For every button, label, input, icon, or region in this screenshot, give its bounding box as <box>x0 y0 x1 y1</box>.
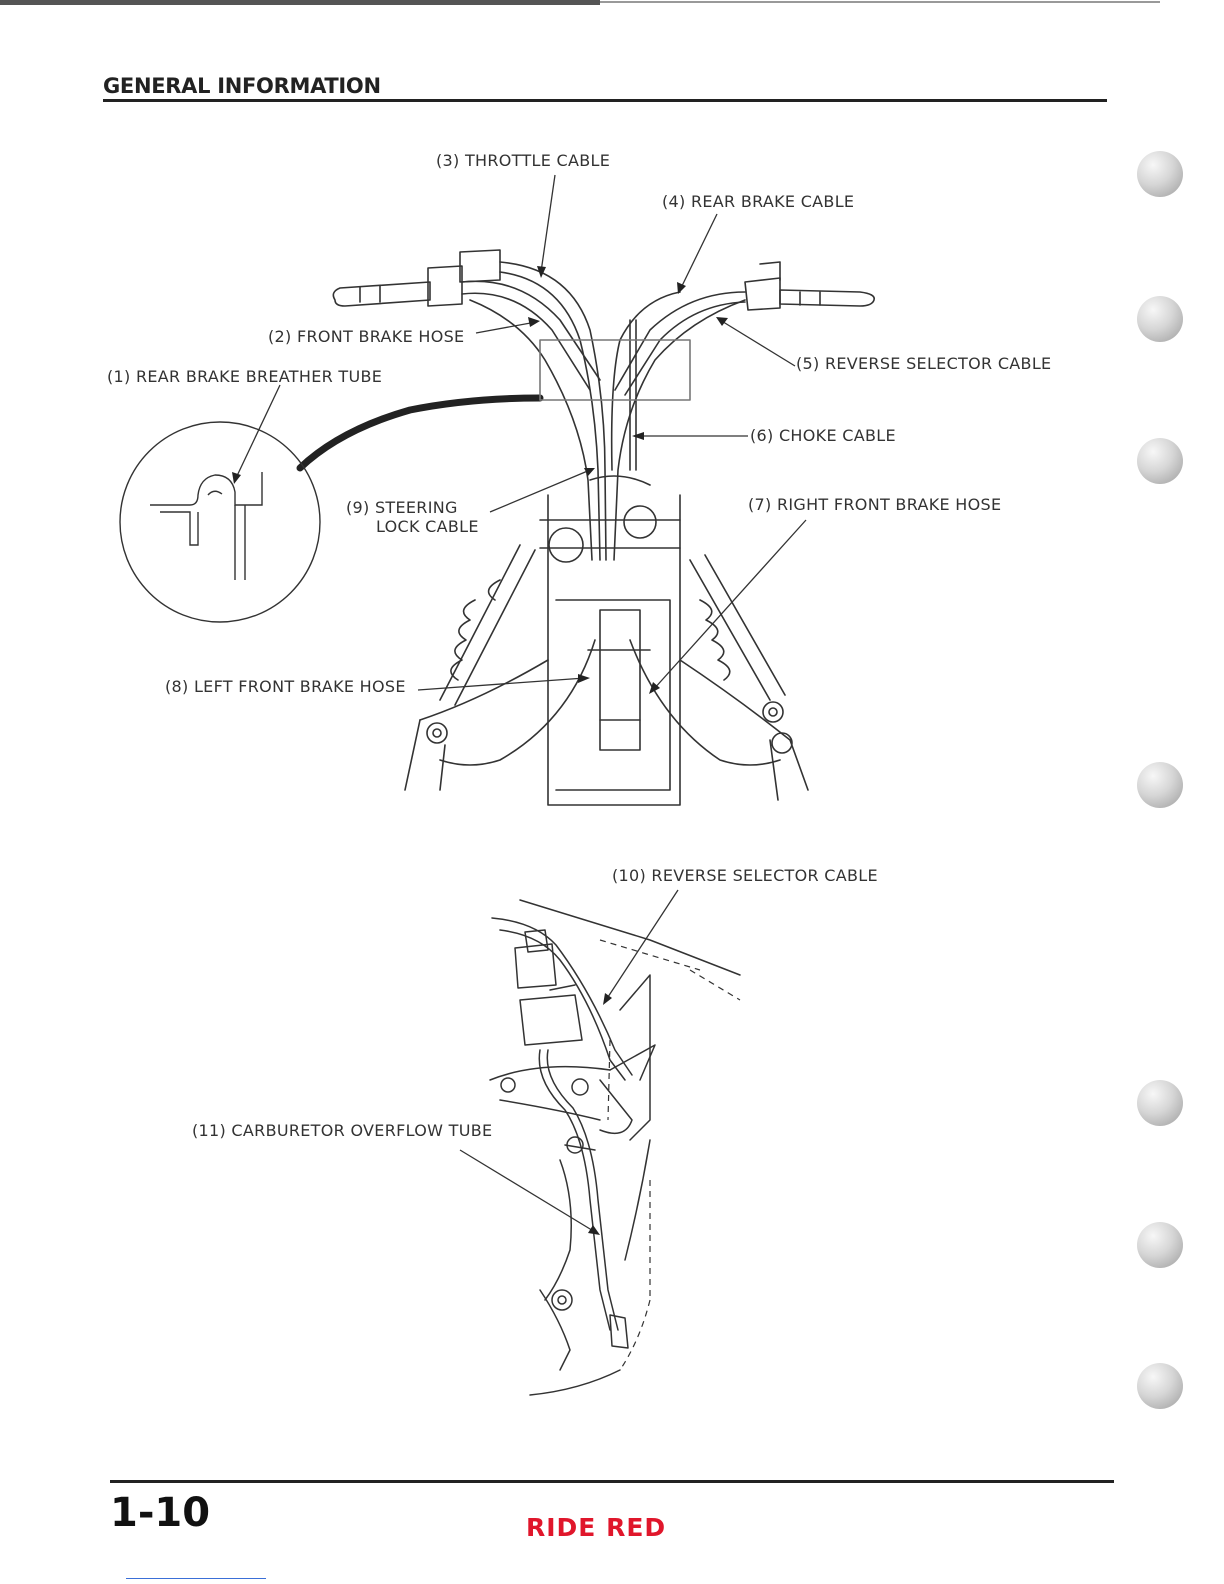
top-edge-bar <box>0 0 600 5</box>
callout-steering-lock-cable-line2: LOCK CABLE <box>376 517 479 536</box>
footer-rule <box>110 1480 1114 1483</box>
binder-hole <box>1137 151 1183 197</box>
binder-hole <box>1137 296 1183 342</box>
binder-hole <box>1137 1222 1183 1268</box>
callout-rear-brake-cable: (4) REAR BRAKE CABLE <box>662 192 855 211</box>
binder-hole <box>1137 438 1183 484</box>
binder-hole <box>1137 762 1183 808</box>
callout-steering-lock-cable-line1: (9) STEERING <box>346 498 458 517</box>
page-number: 1-10 <box>110 1490 211 1536</box>
header-rule <box>103 99 1107 102</box>
binder-hole <box>1137 1363 1183 1409</box>
callout-carburetor-overflow-tube: (11) CARBURETOR OVERFLOW TUBE <box>192 1121 493 1140</box>
section-title: GENERAL INFORMATION <box>103 74 381 98</box>
binder-hole <box>1137 1080 1183 1126</box>
callout-throttle-cable: (3) THROTTLE CABLE <box>436 151 611 170</box>
callout-front-brake-hose: (2) FRONT BRAKE HOSE <box>268 327 465 346</box>
callout-right-front-brake-hose: (7) RIGHT FRONT BRAKE HOSE <box>748 495 1002 514</box>
brand-watermark: RIDE RED <box>526 1513 667 1542</box>
callout-choke-cable: (6) CHOKE CABLE <box>750 426 896 445</box>
callout-reverse-selector-cable-lower: (10) REVERSE SELECTOR CABLE <box>612 866 878 885</box>
bottom-link-underline[interactable] <box>126 1578 266 1579</box>
callout-left-front-brake-hose: (8) LEFT FRONT BRAKE HOSE <box>165 677 406 696</box>
callout-reverse-selector-cable: (5) REVERSE SELECTOR CABLE <box>796 354 1052 373</box>
callout-rear-brake-breather-tube: (1) REAR BRAKE BREATHER TUBE <box>107 367 383 386</box>
top-edge-bar-thin <box>600 1 1160 3</box>
